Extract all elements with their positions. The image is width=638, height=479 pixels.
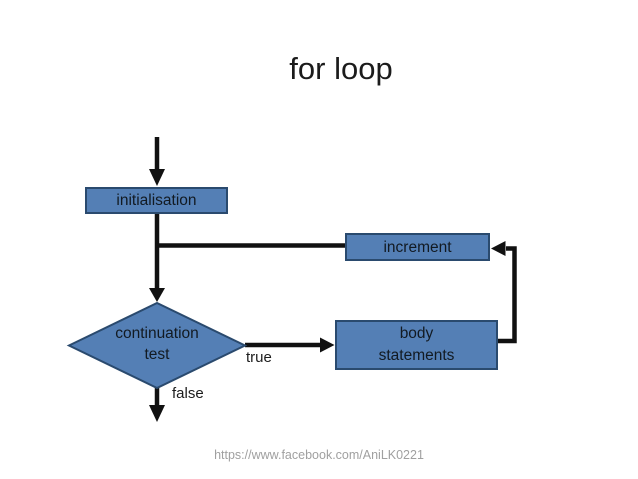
node-body-label-line2: statements <box>378 347 455 364</box>
edge-test-false-exit <box>149 388 165 422</box>
slide-footer-url: https://www.facebook.com/AniLK0221 <box>214 448 424 462</box>
node-body-label-line1: body <box>399 325 434 342</box>
node-initialisation: initialisation <box>85 187 228 214</box>
arrowhead-down-icon <box>149 405 165 422</box>
slide-title: for loop <box>289 51 393 86</box>
test-label-line1: continuation <box>115 325 199 342</box>
edge-initialisation-to-test <box>149 214 165 302</box>
test-label-line2: test <box>144 346 170 363</box>
branch-label-false: false <box>172 385 204 402</box>
node-initialisation-label: initialisation <box>116 192 197 209</box>
edge-start-to-initialisation <box>149 137 165 186</box>
arrowhead-left-icon <box>491 241 506 256</box>
arrowhead-down-icon <box>149 169 165 186</box>
node-body-statements: body statements <box>335 320 498 370</box>
node-increment: increment <box>345 233 490 261</box>
arrowhead-right-icon <box>320 337 335 353</box>
node-continuation-test-label: continuation test <box>87 323 227 365</box>
node-increment-label: increment <box>383 238 452 256</box>
arrowhead-down-icon <box>149 288 165 302</box>
branch-label-true: true <box>246 349 272 366</box>
